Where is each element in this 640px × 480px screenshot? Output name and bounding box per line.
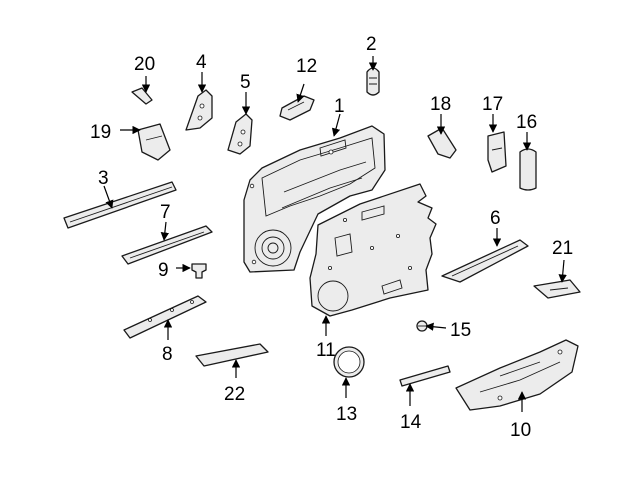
part-16-cover xyxy=(519,148,537,191)
callout-19: 19 xyxy=(90,122,111,143)
callout-4: 4 xyxy=(196,52,207,73)
part-22-trim xyxy=(195,343,269,367)
callout-22: 22 xyxy=(224,384,245,405)
callout-labels: 1 2 3 4 5 6 7 8 9 10 11 12 13 14 15 16 1… xyxy=(90,34,573,441)
callout-6: 6 xyxy=(490,208,501,229)
part-18-handle xyxy=(427,127,457,159)
part-10-armrest-base xyxy=(455,339,579,411)
callout-11: 11 xyxy=(316,340,336,361)
leader-lines xyxy=(103,56,567,412)
part-11-door-panel-backing xyxy=(309,183,437,317)
part-6-armrest-strip xyxy=(441,239,529,283)
part-4-sail-trim xyxy=(185,89,213,131)
part-12-handle-bezel xyxy=(279,95,315,121)
part-17-switch xyxy=(487,131,507,173)
part-20-bolt xyxy=(131,87,153,105)
part-21-pocket xyxy=(533,279,581,299)
callout-14: 14 xyxy=(400,412,422,433)
callout-17: 17 xyxy=(482,94,503,115)
callout-7: 7 xyxy=(160,202,171,223)
callout-21: 21 xyxy=(552,238,573,259)
callout-20: 20 xyxy=(134,54,155,75)
callout-3: 3 xyxy=(98,168,109,189)
part-14-bracket xyxy=(399,365,451,387)
part-1-door-trim-panel xyxy=(243,125,386,273)
part-5-trim-piece xyxy=(227,113,253,155)
callout-8: 8 xyxy=(162,344,173,365)
callout-12: 12 xyxy=(296,56,317,77)
callout-16: 16 xyxy=(516,112,537,133)
part-9-push-pin xyxy=(191,263,207,279)
callout-18: 18 xyxy=(430,94,451,115)
part-8-trim-strip xyxy=(123,295,207,339)
callout-10: 10 xyxy=(510,420,531,441)
part-15-clip xyxy=(416,320,428,332)
part-13-speaker-ring xyxy=(333,346,365,378)
callout-5: 5 xyxy=(240,72,251,93)
part-3-molding-strip xyxy=(63,181,177,229)
callout-2: 2 xyxy=(366,34,377,55)
part-19-switch xyxy=(137,123,171,161)
part-7-trim-strip xyxy=(121,225,213,265)
callout-15: 15 xyxy=(450,320,471,341)
callout-13: 13 xyxy=(336,404,357,425)
callout-1: 1 xyxy=(334,96,345,117)
part-2-clip xyxy=(366,67,380,96)
callout-9: 9 xyxy=(158,260,169,281)
